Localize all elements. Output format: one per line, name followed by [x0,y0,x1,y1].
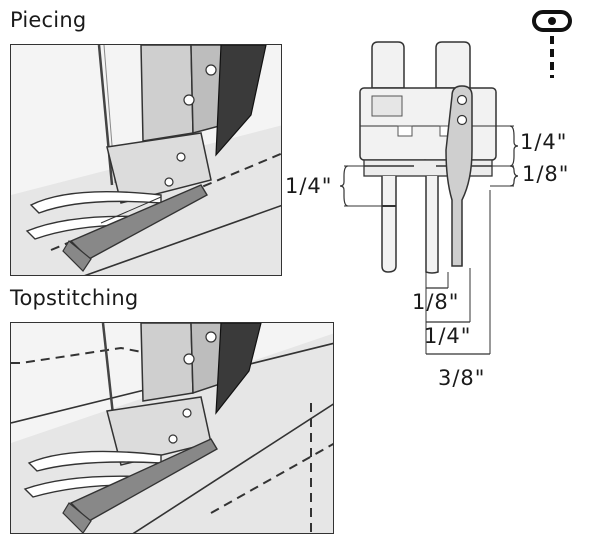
topstitching-illustration [10,322,334,534]
dimension-bottom-three-eighths: 3/8" [438,366,486,390]
presser-foot-diagram [339,41,519,355]
dimension-left-quarter: 1/4" [285,174,333,198]
topstitching-heading: Topstitching [10,286,139,310]
dimension-top-eighth: 1/8" [522,162,570,186]
needle-position-icon [526,6,582,82]
dimension-bottom-eighth: 1/8" [412,290,460,314]
piecing-heading: Piecing [10,8,87,32]
piecing-illustration [10,44,282,276]
dimension-top-quarter: 1/4" [520,130,568,154]
dimension-bottom-quarter: 1/4" [424,324,472,348]
